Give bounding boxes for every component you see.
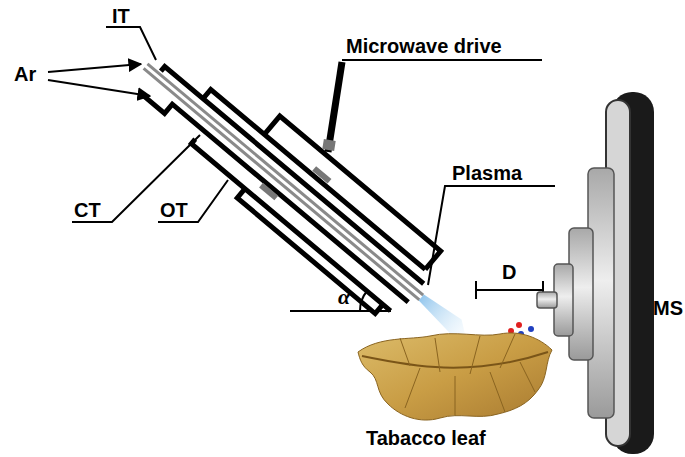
plasma-plume [416,291,471,341]
antenna-block [312,166,331,183]
tobacco-leaf [358,333,552,420]
leader-line [342,59,542,61]
gas-arrow [48,80,150,96]
part-label: Microwave drive [346,36,502,56]
inner-tube [144,68,420,299]
part-label: Plasma [452,163,522,183]
angle-label: α [338,286,350,308]
part-label: CT [74,200,101,220]
antenna-block [259,183,278,200]
leader-line [72,135,200,222]
ms-inlet [537,292,557,308]
instrument-label: MS [653,298,683,318]
leader-line [106,27,156,60]
ion-dot [516,322,522,328]
mass-spectrometer [537,92,654,454]
part-label: IT [112,6,130,26]
sample-label: Tabacco leaf [366,428,486,448]
leaf-shape [358,333,552,420]
outer-tube [191,139,394,311]
part-label: OT [160,200,188,220]
leader-line [158,180,228,222]
center-tube [161,67,424,289]
microwave-feed [328,62,342,152]
plasma-torch [119,29,496,366]
gas-arrow [48,64,141,72]
leader-line [428,186,555,285]
distance-label: D [502,262,516,282]
leaf-vein [400,334,535,416]
cavity-housing [237,189,383,314]
cavity-housing [264,116,440,269]
reference-line [290,310,391,312]
inner-tube [147,64,423,295]
dimension-line [476,289,543,291]
leaf-vein [362,352,548,368]
gas-label: Ar [14,64,36,84]
feed-connector [322,139,335,151]
angle-arc [360,291,367,311]
ion-dot [528,326,534,332]
